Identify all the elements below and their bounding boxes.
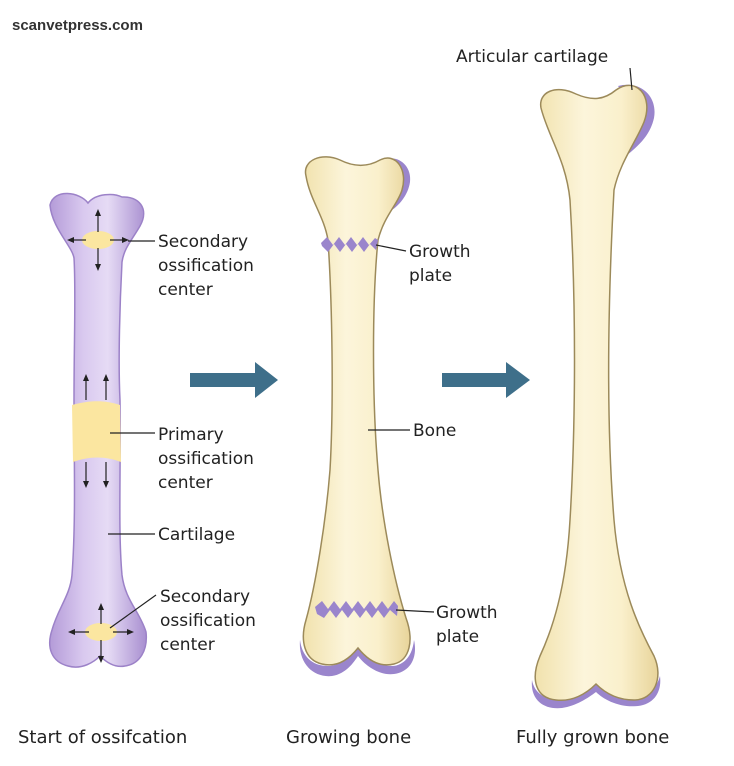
leader-growth-plate-top xyxy=(375,244,407,252)
label-growth-plate-bottom: Growth plate xyxy=(436,603,503,647)
leader-growth-plate-bottom xyxy=(395,609,435,613)
caption-full: Fully grown bone xyxy=(516,727,669,748)
bone-start-of-ossification xyxy=(48,192,148,668)
caption-growing: Growing bone xyxy=(286,727,411,748)
growth-plate-top xyxy=(321,237,378,252)
cartilage-cap-bottom xyxy=(299,640,416,677)
transition-arrow-1 xyxy=(190,362,278,398)
watermark-text: scanvetpress.com xyxy=(12,17,143,34)
label-bone: Bone xyxy=(413,421,456,441)
leader-articular-cartilage xyxy=(629,67,633,91)
growth-plate-bottom xyxy=(315,601,398,618)
bone-shaft xyxy=(302,156,411,666)
label-secondary-top: Secondary ossification center xyxy=(158,232,259,300)
bone-fully-grown xyxy=(531,84,661,709)
caption-start: Start of ossifcation xyxy=(18,727,187,748)
label-articular-cartilage: Articular cartilage xyxy=(456,47,608,67)
label-secondary-bottom: Secondary ossification center xyxy=(160,587,261,655)
label-growth-plate-top: Growth plate xyxy=(409,242,476,286)
leader-secondary-bottom xyxy=(109,594,157,629)
secondary-ossification-bottom xyxy=(85,623,117,641)
label-primary: Primary ossification center xyxy=(158,425,259,493)
secondary-ossification-top xyxy=(82,231,114,249)
primary-ossification-region xyxy=(72,401,121,462)
transition-arrow-2 xyxy=(442,362,530,398)
bone-shaft-full xyxy=(534,84,659,702)
label-cartilage: Cartilage xyxy=(158,525,235,545)
bone-growing xyxy=(299,156,416,677)
